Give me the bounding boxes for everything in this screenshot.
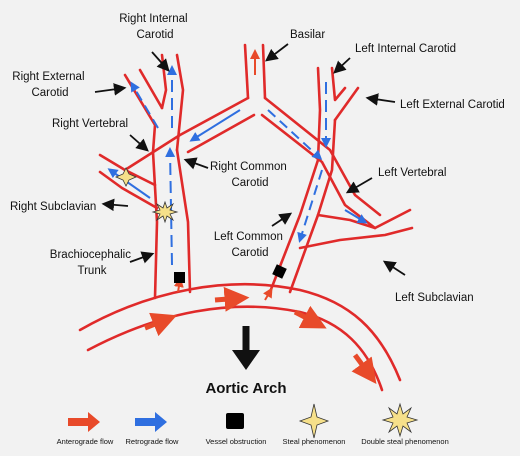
legend-item-double-steal: Double steal phenomenon (361, 402, 449, 446)
label-right-vertebral: Right Vertebral (52, 118, 128, 130)
label-left-external-carotid: Left External Carotid (400, 99, 505, 111)
legend-label-steal: Steal phenomenon (283, 437, 346, 446)
label-basilar: Basilar (290, 29, 325, 41)
pointer-right-internal-carotid (151, 51, 170, 72)
label-left-subclavian: Left Subclavian (395, 292, 474, 304)
pointer-right-external-carotid (94, 83, 127, 96)
left-vertebral-outer-wall (263, 96, 382, 217)
basilar-wall-left (243, 43, 250, 100)
right-eca-wall-b (138, 68, 164, 110)
label-left-common-carotid: Left Common Carotid (214, 231, 286, 259)
retrograde-arrow-right-vertebral (189, 109, 241, 142)
left-ica-wall-a (316, 66, 322, 162)
legend-label-anterograde: Anterograde flow (57, 437, 114, 446)
eight-point-star-icon (381, 402, 419, 438)
right-subclavian-lower-wall (98, 170, 159, 210)
retrograde-arrow-right-subclavian (107, 168, 151, 199)
blue-arrow-icon (135, 412, 167, 432)
label-right-subclavian: Right Subclavian (10, 201, 96, 213)
label-aortic-arch: Aortic Arch (205, 380, 286, 397)
pointer-brachiocephalic-trunk (129, 251, 155, 264)
label-left-vertebral: Left Vertebral (378, 167, 446, 179)
brachiocephalic-left-wall (151, 150, 159, 300)
left-subclavian-upper-wall (316, 208, 412, 230)
left-eca-wall (333, 86, 360, 122)
anterograde-arrow-left-cca (263, 287, 273, 301)
pointer-basilar (264, 43, 289, 62)
brachiocephalic-right-wall (175, 148, 192, 294)
pointer-left-common-carotid (271, 212, 293, 227)
legend-item-obstruction: Vessel obstruction (206, 413, 267, 446)
obstruction-left-cca (272, 264, 287, 279)
retrograde-arrow-left-cca (297, 169, 323, 243)
left-cca-wall-b (288, 118, 337, 294)
legend-item-anterograde: Anterograde flow (57, 412, 114, 446)
anterograde-arrow-arch-2 (214, 286, 250, 312)
vessel-labels: Right Internal Carotid Basilar Left Inte… (10, 13, 505, 397)
steal-star-right-subclavian (114, 167, 138, 187)
pointer-right-common-carotid (183, 157, 209, 170)
retrograde-arrow-left-vertebral (267, 109, 323, 161)
label-right-common-carotid: Right Common Carotid (210, 161, 290, 189)
label-left-internal-carotid: Left Internal Carotid (355, 43, 456, 55)
pointer-left-external-carotid (365, 93, 396, 106)
label-pointers (94, 43, 406, 370)
retrograde-arrow-right-eca (130, 81, 159, 129)
right-ica-wall-a (175, 53, 185, 152)
aortic-arch-outer-wall (78, 282, 402, 382)
pointer-left-internal-carotid (333, 57, 351, 74)
legend-label-obstruction: Vessel obstruction (206, 437, 267, 446)
black-square-icon (226, 413, 244, 429)
legend-item-retrograde: Retrograde flow (126, 412, 180, 446)
legend-label-double-steal: Double steal phenomenon (361, 437, 449, 446)
retrograde-arrow-left-subclavian (344, 209, 368, 224)
pointer-left-subclavian (382, 260, 406, 276)
pointer-left-vertebral (345, 177, 373, 194)
pointer-aortic-arch-head (232, 350, 260, 370)
right-vertebral-inner-wall (186, 113, 256, 154)
anterograde-arrow-arch-3 (293, 305, 327, 329)
pointer-right-subclavian (101, 198, 129, 212)
legend-item-steal: Steal phenomenon (283, 403, 346, 446)
anterograde-arrow-arch-4 (351, 353, 377, 385)
anterograde-arrow-arch-1 (144, 312, 177, 337)
label-brachiocephalic-trunk: Brachiocephalic Trunk (50, 249, 134, 277)
four-point-star-icon (298, 403, 330, 439)
label-right-internal-carotid: Right Internal Carotid (119, 13, 191, 41)
pointer-right-vertebral (129, 134, 149, 152)
legend-label-retrograde: Retrograde flow (126, 437, 180, 446)
aortic-arch-inner-wall (86, 305, 384, 392)
basilar-wall-right (261, 43, 267, 100)
red-arrow-icon (68, 412, 100, 432)
right-vertebral-outer-wall (123, 96, 250, 172)
double-steal-star-right-cca (151, 200, 179, 224)
legend: Anterograde flow Retrograde flow Vessel … (57, 402, 449, 446)
left-subclavian-lower-wall (298, 226, 414, 250)
obstruction-brachiocephalic (174, 272, 185, 283)
vessel-walls (78, 43, 414, 392)
label-right-external-carotid: Right External Carotid (12, 71, 87, 99)
left-ica-wall-b (330, 66, 347, 102)
